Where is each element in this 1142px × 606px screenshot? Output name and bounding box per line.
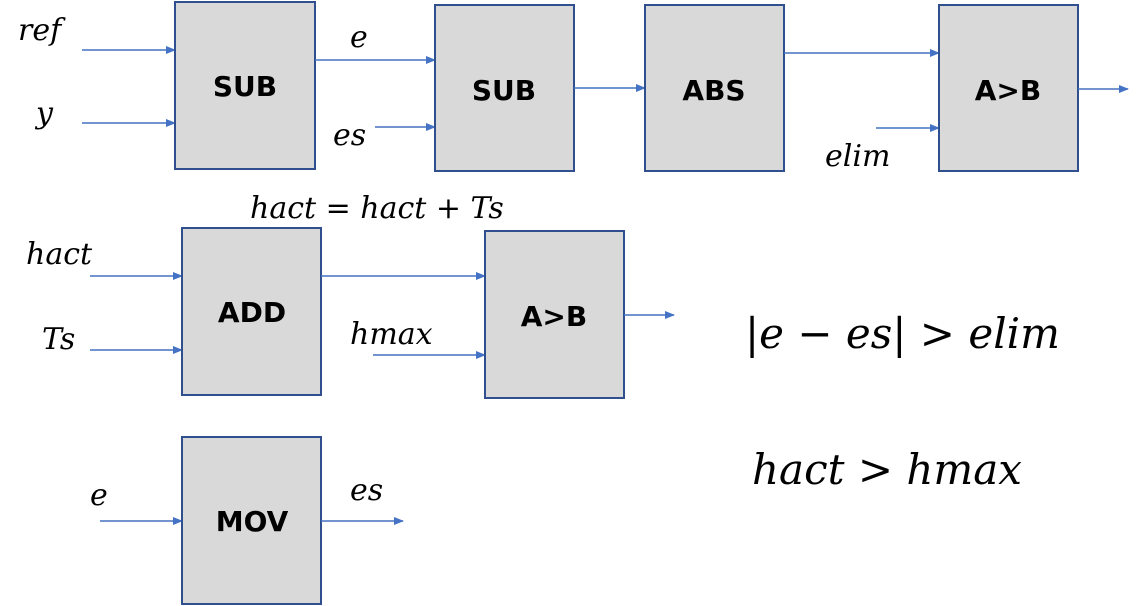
- sub-block-1-label: SUB: [213, 70, 277, 103]
- signal-label-elim: elim: [825, 139, 890, 174]
- sub-block-2: [434, 4, 575, 172]
- equation-hact-update: hact = hact + Ts: [250, 191, 504, 226]
- add-block: [181, 227, 322, 396]
- abs-block: [644, 4, 785, 172]
- signal-label-hact: hact: [26, 237, 93, 272]
- condition-time: hact > hmax: [752, 445, 1022, 494]
- condition-error: |e − es| > elim: [745, 309, 1060, 358]
- abs-block-label: ABS: [682, 74, 745, 107]
- signal-label-e: e: [350, 20, 368, 55]
- compare-block-1: [938, 4, 1079, 172]
- signal-label-ts: Ts: [42, 322, 75, 357]
- sub-block-1: [174, 1, 316, 170]
- compare-block-1-label: A>B: [975, 74, 1041, 107]
- signal-label-hmax: hmax: [350, 317, 433, 352]
- signal-label-ref: ref: [18, 13, 66, 48]
- compare-block-2-label: A>B: [521, 300, 587, 333]
- mov-block-label: MOV: [216, 505, 289, 538]
- sub-block-2-label: SUB: [472, 74, 536, 107]
- signal-label-e-mov: e: [90, 478, 108, 513]
- compare-block-2: [484, 230, 625, 399]
- add-block-label: ADD: [218, 296, 286, 329]
- signal-label-y: y: [34, 96, 54, 131]
- mov-block: [181, 436, 322, 605]
- signal-label-es: es: [333, 118, 366, 153]
- signal-label-es-mov: es: [350, 473, 383, 508]
